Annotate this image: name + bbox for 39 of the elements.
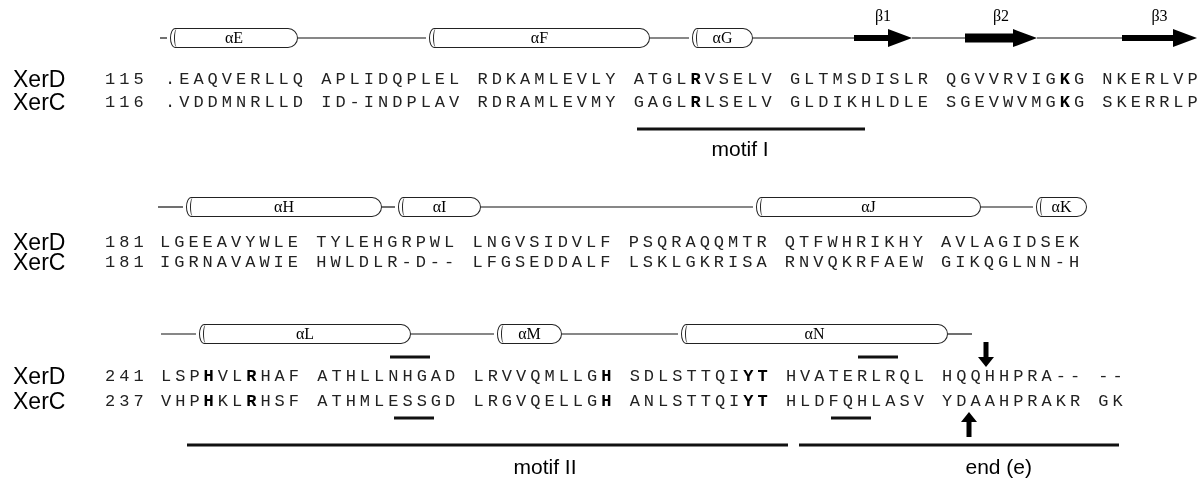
helix-cylinder: αK: [1036, 197, 1087, 217]
loop-line: [410, 333, 495, 335]
loop-line: [480, 206, 754, 208]
helix-cylinder: αM: [497, 324, 562, 344]
residue-number: 181: [105, 253, 148, 271]
sequence-text: IGRNAVAWIE HWLDLR-D-- LFGSEDDALF LSKLGKRISA RNVQKRFAEW GIKQGLNN-H: [160, 253, 1084, 271]
helix-cylinder: αH: [186, 197, 382, 217]
motif-label: motif I: [711, 137, 769, 159]
row-label: XerC: [13, 90, 66, 114]
loop-line: [561, 333, 679, 335]
helix-cylinder: αE: [170, 28, 298, 48]
residue-number: 115: [105, 70, 148, 88]
loop-line: [157, 206, 184, 208]
helix-cylinder: αJ: [756, 197, 981, 217]
row-label: XerD: [13, 67, 66, 91]
loop-line: [297, 37, 427, 39]
residue-number: 241: [105, 367, 148, 385]
loop-line: [1036, 37, 1123, 39]
row-label: XerD: [13, 364, 66, 388]
loop-line: [980, 206, 1034, 208]
helix-cylinder: αL: [199, 324, 411, 344]
residue-number: 116: [105, 93, 148, 111]
helix-cylinder: αI: [398, 197, 481, 217]
motif-label: end (e): [965, 455, 1033, 477]
loop-line: [911, 37, 966, 39]
loop-line: [160, 333, 197, 335]
residue-number: 237: [105, 392, 148, 410]
helix-cylinder: αG: [692, 28, 753, 48]
motif-label: motif II: [513, 455, 577, 477]
loop-line: [752, 37, 855, 39]
helix-cylinder: αN: [681, 324, 948, 344]
loop-line: [947, 333, 973, 335]
loop-line: [649, 37, 690, 39]
loop-line: [159, 37, 168, 39]
residue-number: 181: [105, 233, 148, 251]
sequence-text: LGEEAVYWLE TYLEHGRPWL LNGVSIDVLF PSQRAQQMTR QTFWHRIKHY AVLAGIDSEK: [160, 233, 1084, 251]
helix-cylinder: αF: [429, 28, 650, 48]
row-label: XerC: [13, 389, 66, 413]
loop-line: [381, 206, 396, 208]
